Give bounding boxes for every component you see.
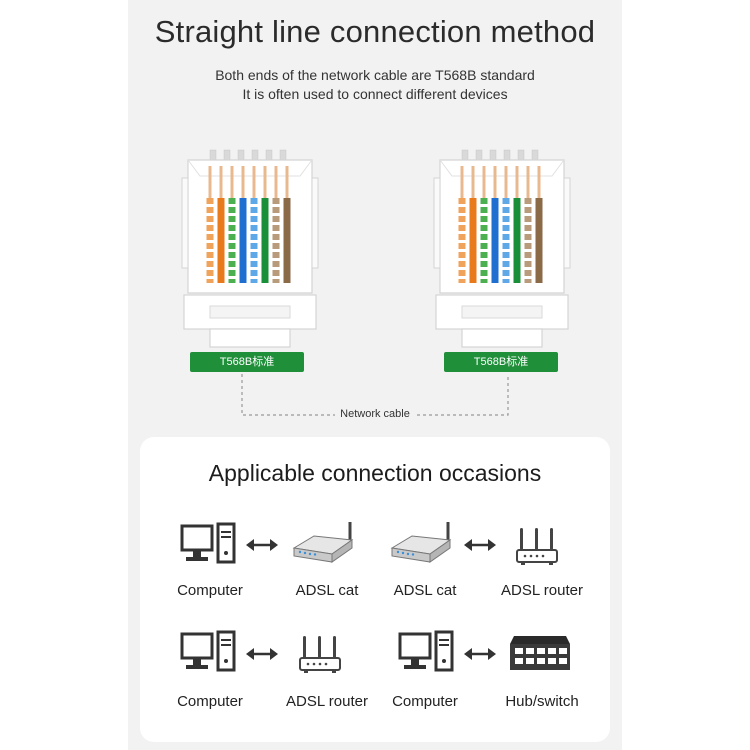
router-icon — [516, 528, 558, 565]
rj45-connector-right-icon — [433, 149, 571, 348]
occasions-title: Applicable connection occasions — [208, 460, 542, 486]
router-icon — [299, 636, 341, 673]
row4-left-device-label: Computer — [392, 693, 458, 710]
double-arrow-icon — [246, 648, 278, 660]
computer-icon — [398, 630, 454, 672]
right-standard-badge: T568B标准 — [444, 352, 558, 372]
page-title: Straight line connection method — [154, 14, 596, 49]
row2-right-device-label: ADSL router — [501, 582, 583, 599]
double-arrow-icon — [464, 539, 496, 551]
adsl-modem-icon — [390, 522, 452, 563]
adsl-modem-icon — [292, 522, 354, 563]
left-standard-badge: T568B标准 — [190, 352, 304, 372]
occasions-card — [140, 437, 610, 742]
computer-icon — [180, 630, 236, 672]
subtitle-line-2: It is often used to connect different de… — [242, 86, 508, 102]
row2-left-device-label: ADSL cat — [393, 582, 457, 599]
double-arrow-icon — [246, 539, 278, 551]
computer-icon — [180, 522, 236, 564]
row3-left-device-label: Computer — [177, 693, 243, 710]
row1-right-device-label: ADSL cat — [295, 582, 359, 599]
network-cable-label: Network cable — [335, 408, 415, 420]
rj45-connector-left-icon — [181, 149, 319, 348]
double-arrow-icon — [464, 648, 496, 660]
row1-left-device-label: Computer — [177, 582, 243, 599]
row4-right-device-label: Hub/switch — [505, 693, 579, 710]
row3-right-device-label: ADSL router — [286, 693, 368, 710]
subtitle-line-1: Both ends of the network cable are T568B… — [215, 67, 535, 83]
switch-icon — [510, 636, 570, 670]
